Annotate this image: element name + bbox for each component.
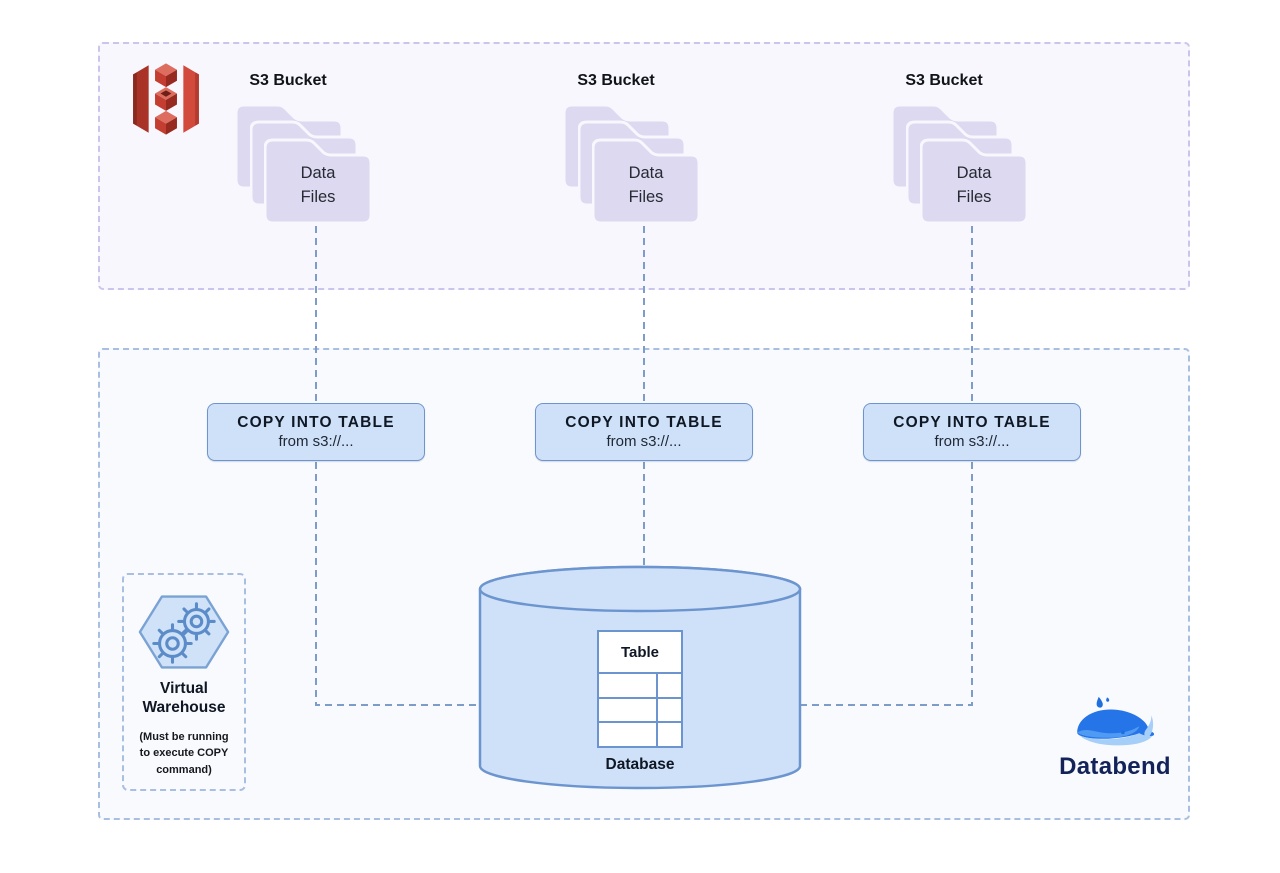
copy-command-text: COPY INTO TABLE	[893, 414, 1051, 431]
databend-logo: Databend	[1040, 695, 1190, 781]
virtual-warehouse-box: Virtual Warehouse (Must be running to ex…	[122, 573, 246, 791]
copy-command-text: COPY INTO TABLE	[237, 414, 395, 431]
copy-into-table-box: COPY INTO TABLE from s3://...	[207, 403, 425, 461]
copy-source-text: from s3://...	[606, 433, 682, 450]
folder-icon	[920, 138, 1028, 225]
data-files-label: Data Files	[628, 164, 664, 206]
virtual-warehouse-note: (Must be running to execute COPY command…	[139, 730, 229, 776]
folder-stack: Data Files	[235, 103, 372, 225]
copy-into-table-box: COPY INTO TABLE from s3://...	[535, 403, 753, 461]
table-cell	[658, 723, 681, 747]
data-files-label: Data Files	[300, 164, 336, 206]
table-cell	[658, 698, 681, 722]
table-title: Table	[599, 632, 681, 674]
folder-icon	[592, 138, 700, 225]
folder-stack: Data Files	[563, 103, 700, 225]
table-row	[599, 674, 681, 699]
copy-command-text: COPY INTO TABLE	[565, 414, 723, 431]
folder-icon	[264, 138, 372, 225]
aws-s3-icon	[124, 58, 208, 145]
s3-bucket-title: S3 Bucket	[905, 72, 983, 89]
database-label: Database	[605, 756, 675, 773]
table-cell	[599, 698, 659, 722]
s3-bucket-title: S3 Bucket	[249, 72, 327, 89]
table-cell	[658, 674, 681, 697]
table-cell	[599, 723, 659, 747]
s3-bucket-title: S3 Bucket	[577, 72, 655, 89]
table-widget: Table	[597, 630, 683, 748]
databend-whale-icon	[1077, 696, 1155, 746]
copy-source-text: from s3://...	[278, 433, 354, 450]
virtual-warehouse-title: Virtual Warehouse	[142, 680, 226, 717]
copy-source-text: from s3://...	[934, 433, 1010, 450]
databend-wordmark: Databend	[1059, 753, 1171, 780]
gears-hexagon-icon	[138, 595, 230, 669]
folder-stack: Data Files	[891, 103, 1028, 225]
data-files-label: Data Files	[956, 164, 992, 206]
copy-into-table-box: COPY INTO TABLE from s3://...	[863, 403, 1081, 461]
table-row	[599, 698, 681, 724]
table-cell	[599, 674, 659, 697]
table-row	[599, 723, 681, 747]
